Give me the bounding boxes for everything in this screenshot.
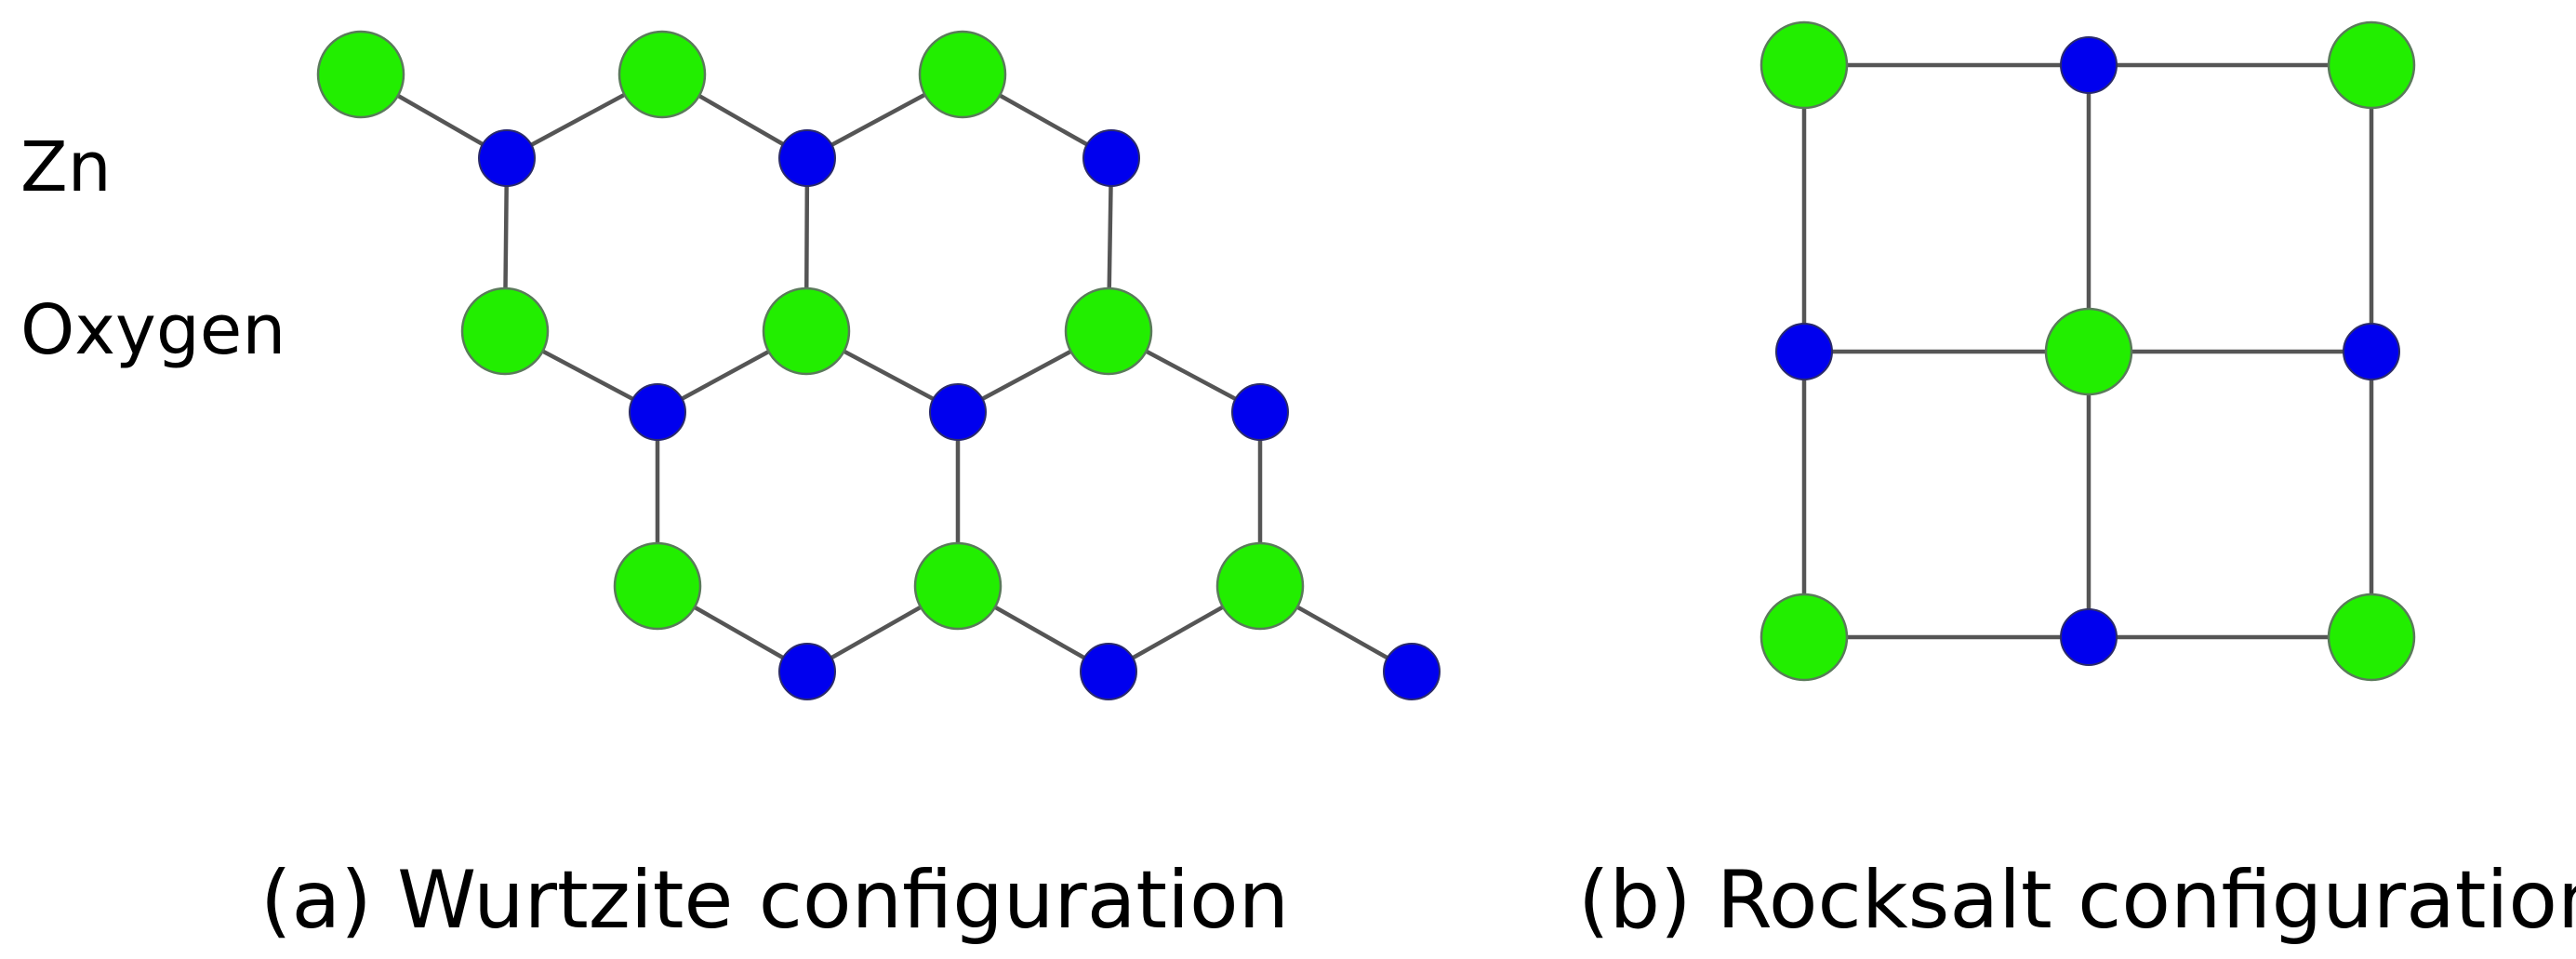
rocksalt-zn-atom: [1775, 323, 1833, 380]
wurtzite-oxygen-atom: [913, 541, 1003, 631]
wurtzite-oxygen-atom: [460, 286, 550, 376]
wurtzite-oxygen-atom: [316, 30, 405, 119]
rocksalt-zn-atom: [2343, 323, 2400, 380]
wurtzite-oxygen-atom: [1215, 541, 1305, 631]
wurtzite-caption: (a) Wurtzite configuration: [260, 854, 1290, 947]
legend-oxygen-label: Oxygen: [20, 290, 286, 370]
wurtzite-zn-atom: [1082, 129, 1140, 187]
rocksalt-oxygen-atom: [1759, 593, 1849, 682]
wurtzite-zn-atom: [1080, 643, 1137, 700]
rocksalt-zn-atom: [2060, 608, 2118, 666]
wurtzite-zn-atom: [778, 129, 836, 187]
wurtzite-zn-atom: [778, 643, 836, 700]
rocksalt-oxygen-atom: [2327, 20, 2416, 110]
wurtzite-oxygen-atom: [613, 541, 702, 631]
legend-zn-label: Zn: [20, 127, 112, 207]
rocksalt-oxygen-atom: [2044, 307, 2133, 396]
wurtzite-zn-atom: [929, 383, 987, 441]
wurtzite-zn-atom: [1231, 383, 1289, 441]
rocksalt-oxygen-atom: [1759, 20, 1849, 110]
wurtzite-oxygen-atom: [1064, 286, 1153, 376]
wurtzite-oxygen-atom: [762, 286, 851, 376]
wurtzite-oxygen-atom: [918, 30, 1007, 119]
wurtzite-zn-atom: [1383, 643, 1441, 700]
wurtzite-zn-atom: [478, 129, 536, 187]
atom-layer: [316, 20, 2416, 700]
rocksalt-oxygen-atom: [2327, 593, 2416, 682]
wurtzite-oxygen-atom: [617, 30, 707, 119]
rocksalt-zn-atom: [2060, 36, 2118, 94]
rocksalt-caption: (b) Rocksalt configuration: [1578, 854, 2576, 947]
wurtzite-zn-atom: [629, 383, 686, 441]
